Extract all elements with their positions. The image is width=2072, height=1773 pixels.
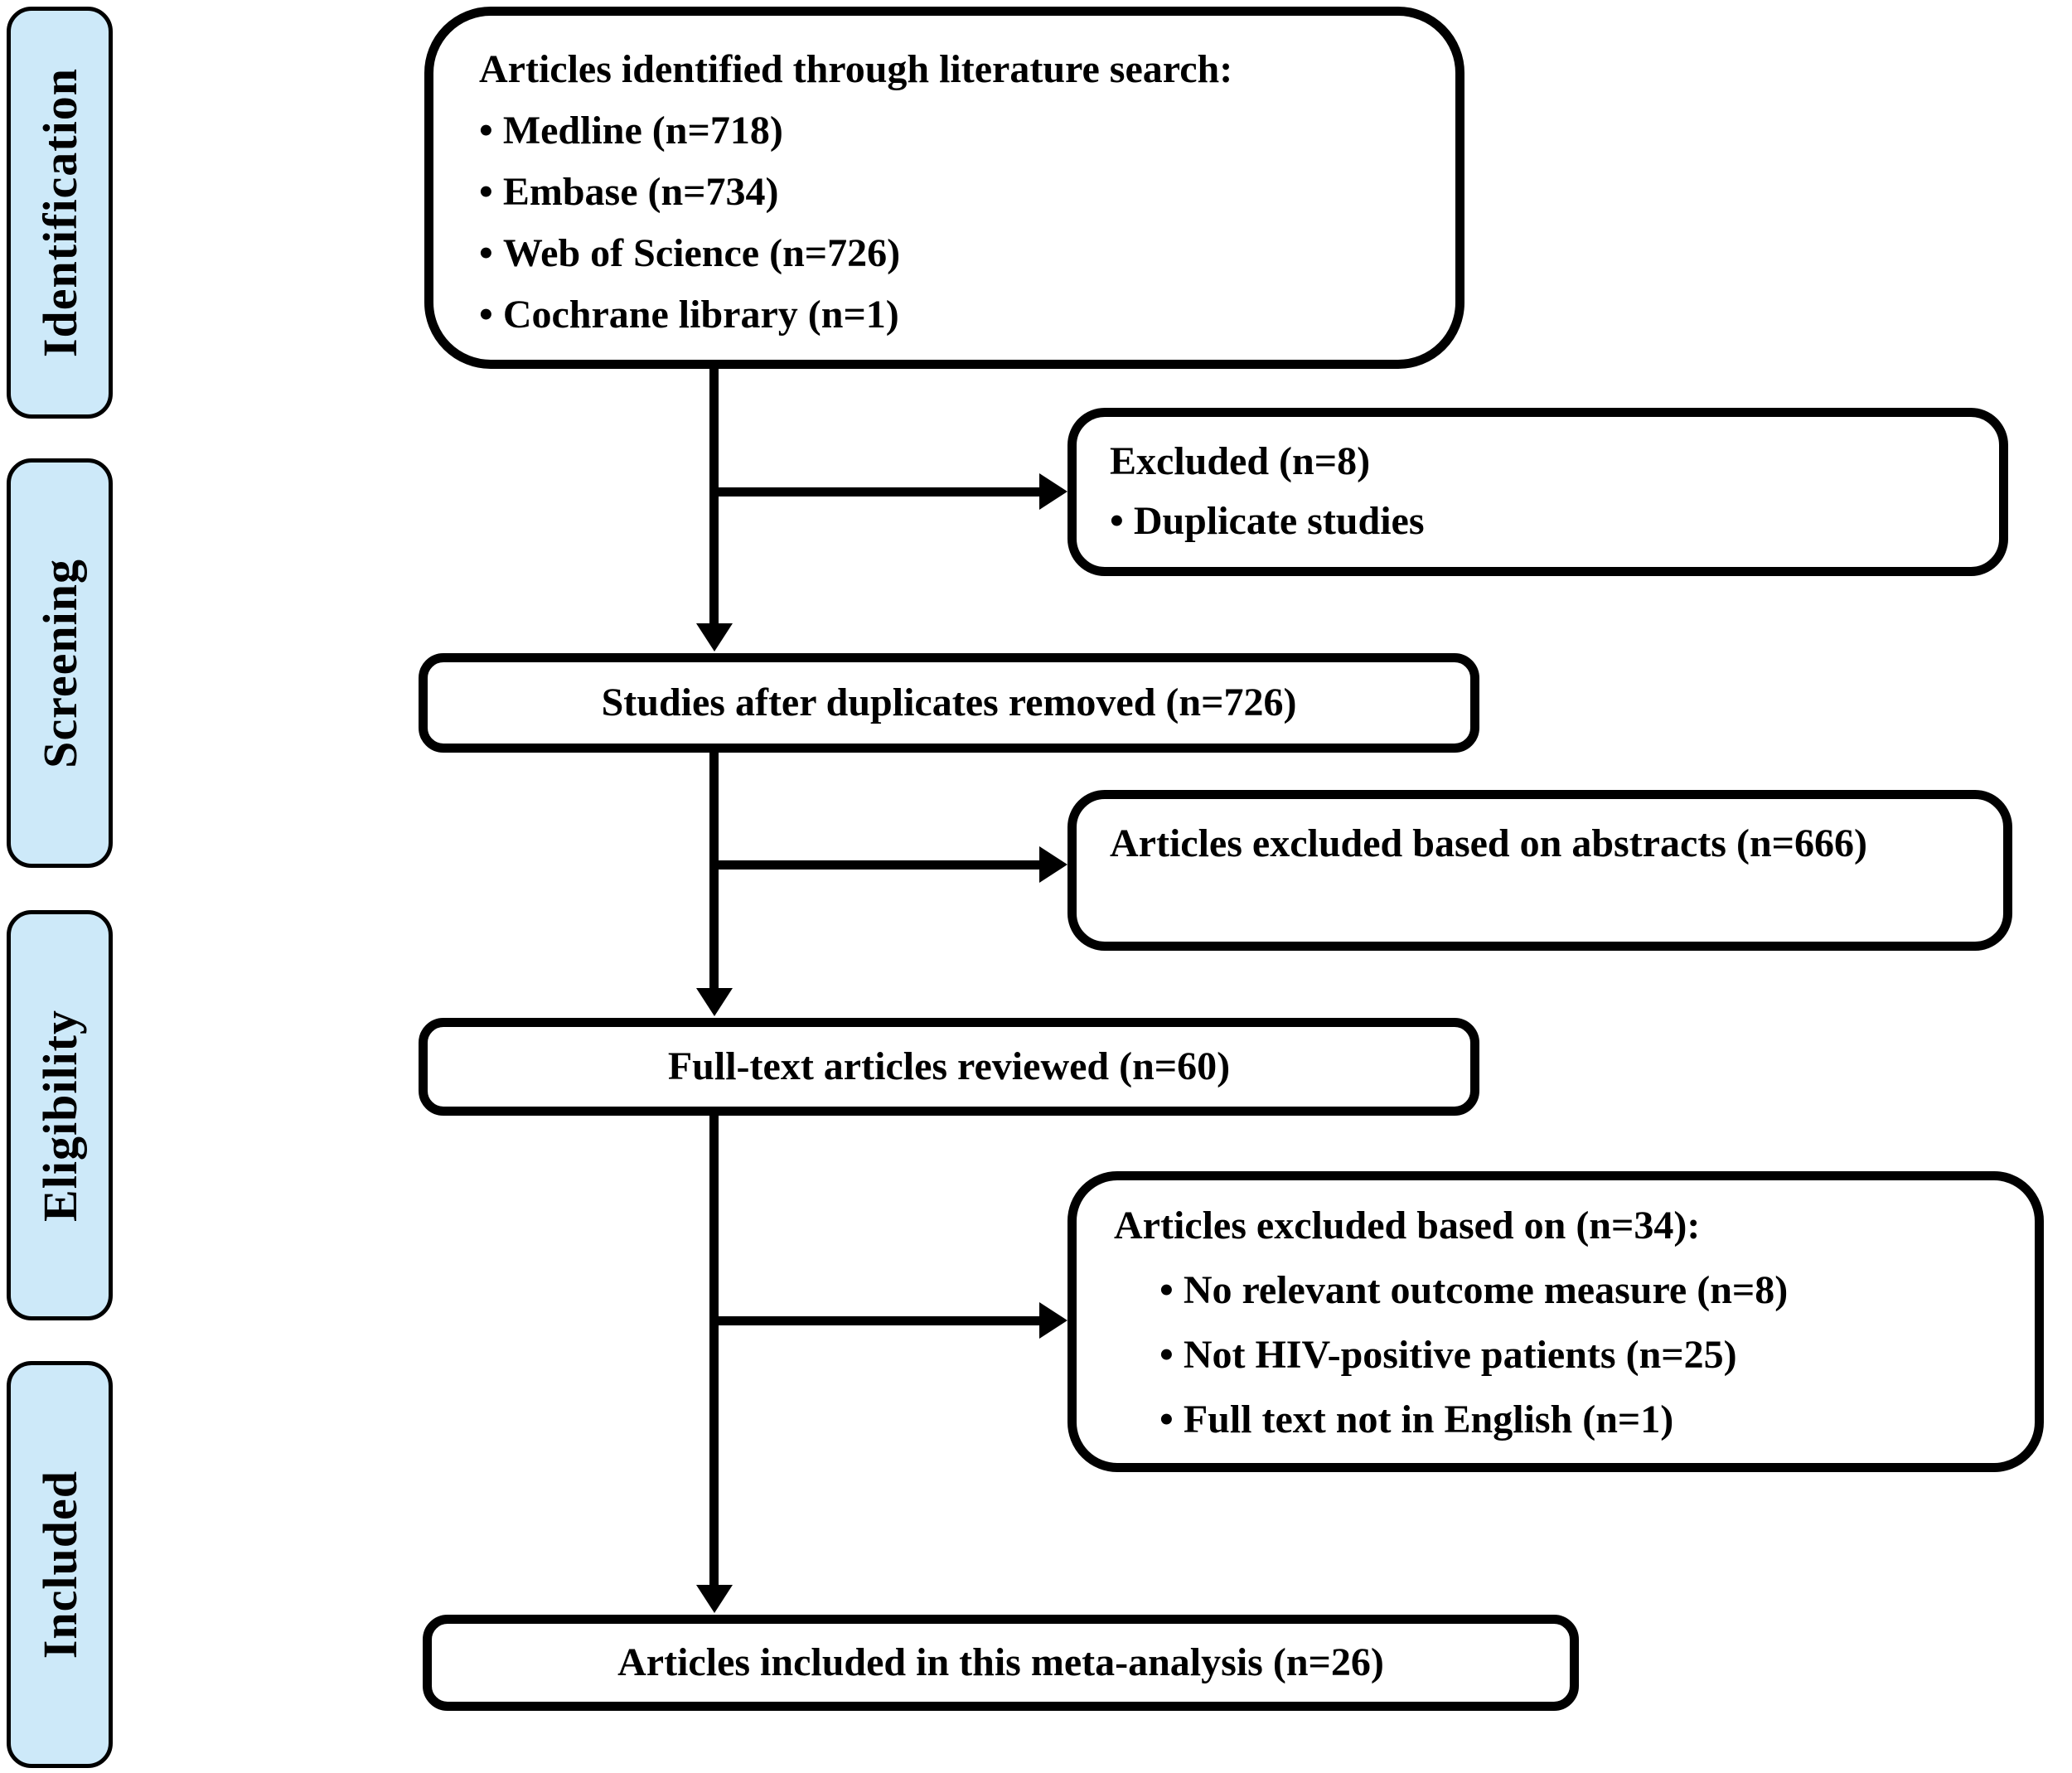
- excluded-full-text-box: Articles excluded based on (n=34): No re…: [1067, 1171, 2044, 1472]
- full-text-box-title: Full-text articles reviewed (n=60): [667, 1044, 1231, 1088]
- bullet-item: No relevant outcome measure (n=8): [1114, 1258, 2010, 1323]
- bullet-item: Cochrane library (n=1): [479, 284, 1422, 346]
- stage-label-included: Included: [32, 1470, 87, 1659]
- arrowhead-right-icon: [1039, 473, 1067, 510]
- bullet-item: Embase (n=734): [479, 162, 1422, 223]
- bullet-item: Medline (n=718): [479, 100, 1422, 162]
- arrowhead-down-icon: [696, 988, 733, 1016]
- stage-label-eligibility: Eligibility: [32, 1009, 87, 1222]
- included-box-title: Articles included in this meta-analysis …: [617, 1640, 1384, 1684]
- connector-line-horizontal-2: [714, 860, 1045, 870]
- arrowhead-right-icon: [1039, 1302, 1067, 1339]
- arrowhead-down-icon: [696, 1585, 733, 1613]
- full-text-box: Full-text articles reviewed (n=60): [419, 1018, 1479, 1116]
- stage-box-eligibility: Eligibility: [7, 910, 113, 1320]
- excluded-duplicates-box-title: Excluded (n=8): [1110, 439, 1371, 483]
- excluded-full-text-box-title: Articles excluded based on (n=34):: [1114, 1204, 1701, 1247]
- excluded-duplicates-box-bullets: Duplicate studies: [1110, 492, 1974, 551]
- stage-label-identification: Identification: [32, 67, 87, 358]
- stage-label-screening: Screening: [32, 558, 87, 768]
- connector-line-horizontal-1: [714, 487, 1045, 497]
- excluded-abstracts-box: Articles excluded based on abstracts (n=…: [1067, 790, 2012, 951]
- excluded-duplicates-box: Excluded (n=8) Duplicate studies: [1067, 408, 2008, 576]
- identified-box: Articles identified through literature s…: [424, 7, 1464, 369]
- excluded-full-text-box-bullets: No relevant outcome measure (n=8) Not HI…: [1114, 1258, 2010, 1452]
- connector-line-vertical-3: [709, 1113, 719, 1590]
- bullet-item: Full text not in English (n=1): [1114, 1388, 2010, 1452]
- bullet-item: Duplicate studies: [1110, 492, 1974, 551]
- identified-box-bullets: Medline (n=718) Embase (n=734) Web of Sc…: [479, 100, 1422, 346]
- stage-box-included: Included: [7, 1361, 113, 1768]
- connector-line-vertical-1: [709, 369, 719, 630]
- bullet-item: Web of Science (n=726): [479, 223, 1422, 284]
- bullet-item: Not HIV-positive patients (n=25): [1114, 1323, 2010, 1388]
- excluded-abstracts-box-title: Articles excluded based on abstracts (n=…: [1110, 821, 1867, 865]
- after-duplicates-box-title: Studies after duplicates removed (n=726): [601, 681, 1297, 724]
- connector-line-horizontal-3: [714, 1316, 1045, 1325]
- stage-box-screening: Screening: [7, 458, 113, 868]
- connector-line-vertical-2: [709, 750, 719, 995]
- identified-box-title: Articles identified through literature s…: [479, 47, 1233, 91]
- after-duplicates-box: Studies after duplicates removed (n=726): [419, 653, 1479, 753]
- stage-box-identification: Identification: [7, 7, 113, 419]
- arrowhead-down-icon: [696, 623, 733, 652]
- arrowhead-right-icon: [1039, 846, 1067, 883]
- included-box: Articles included in this meta-analysis …: [423, 1615, 1579, 1711]
